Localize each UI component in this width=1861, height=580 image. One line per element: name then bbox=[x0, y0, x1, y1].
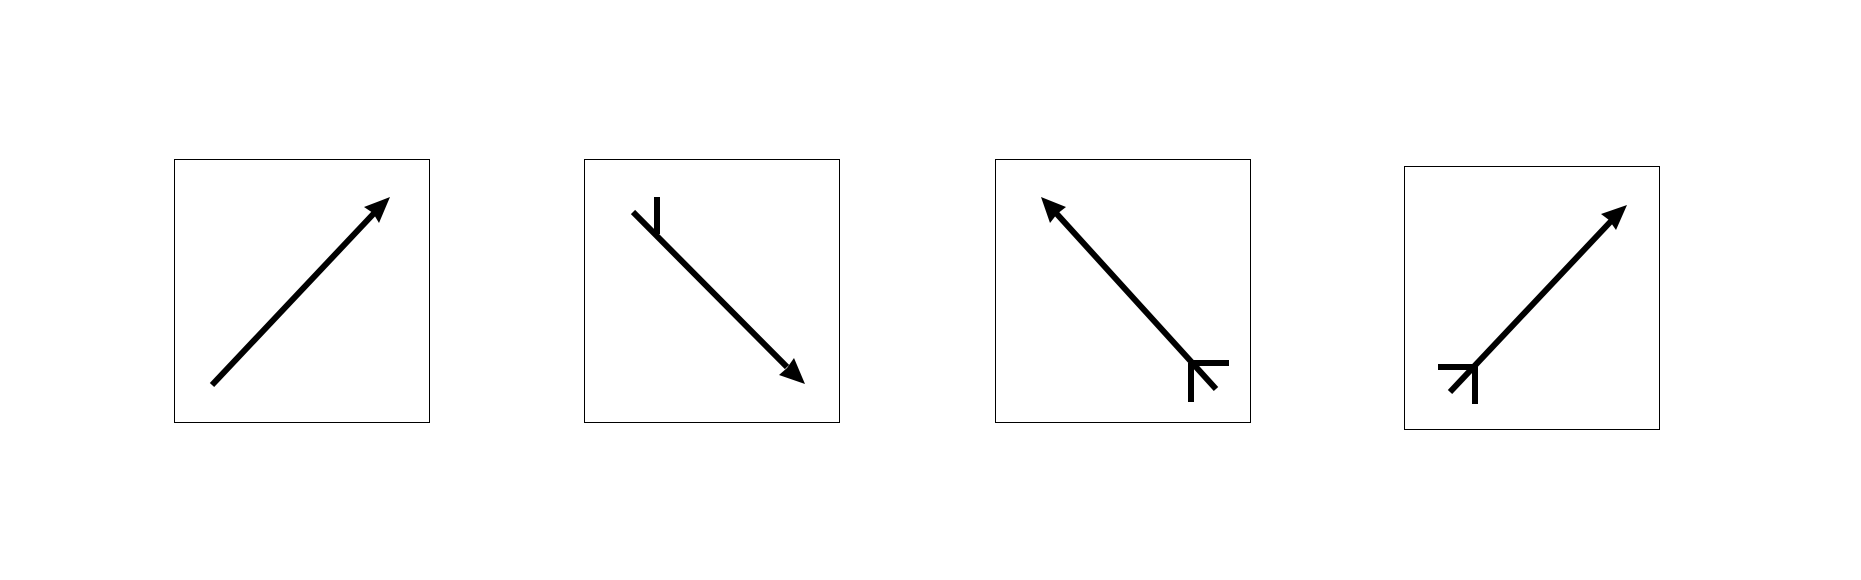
panel-1-arrow bbox=[209, 197, 390, 388]
panel-2-arrow-shaft bbox=[630, 209, 790, 370]
panel-1-frame bbox=[174, 159, 430, 423]
panel-2-arrowhead bbox=[779, 358, 805, 384]
panel-3 bbox=[995, 159, 1251, 423]
panel-4-arrow-shaft bbox=[1447, 215, 1617, 395]
panel-3-frame bbox=[995, 159, 1251, 423]
panel-1-arrow-shaft bbox=[209, 206, 381, 388]
panel-3-arrow bbox=[1041, 197, 1229, 402]
panel-4-frame bbox=[1404, 166, 1660, 430]
panel-4-arrowhead bbox=[1601, 205, 1627, 230]
panel-1 bbox=[174, 159, 430, 423]
panel-4-arrow bbox=[1438, 205, 1627, 404]
panel-2-frame bbox=[584, 159, 840, 423]
panel-2-arrow bbox=[630, 197, 805, 384]
panel-1-arrowhead bbox=[364, 197, 390, 223]
panel-2 bbox=[584, 159, 840, 423]
panel-3-arrowhead bbox=[1041, 197, 1066, 223]
panel-4 bbox=[1404, 166, 1660, 430]
panel-3-arrow-shaft bbox=[1053, 210, 1219, 392]
